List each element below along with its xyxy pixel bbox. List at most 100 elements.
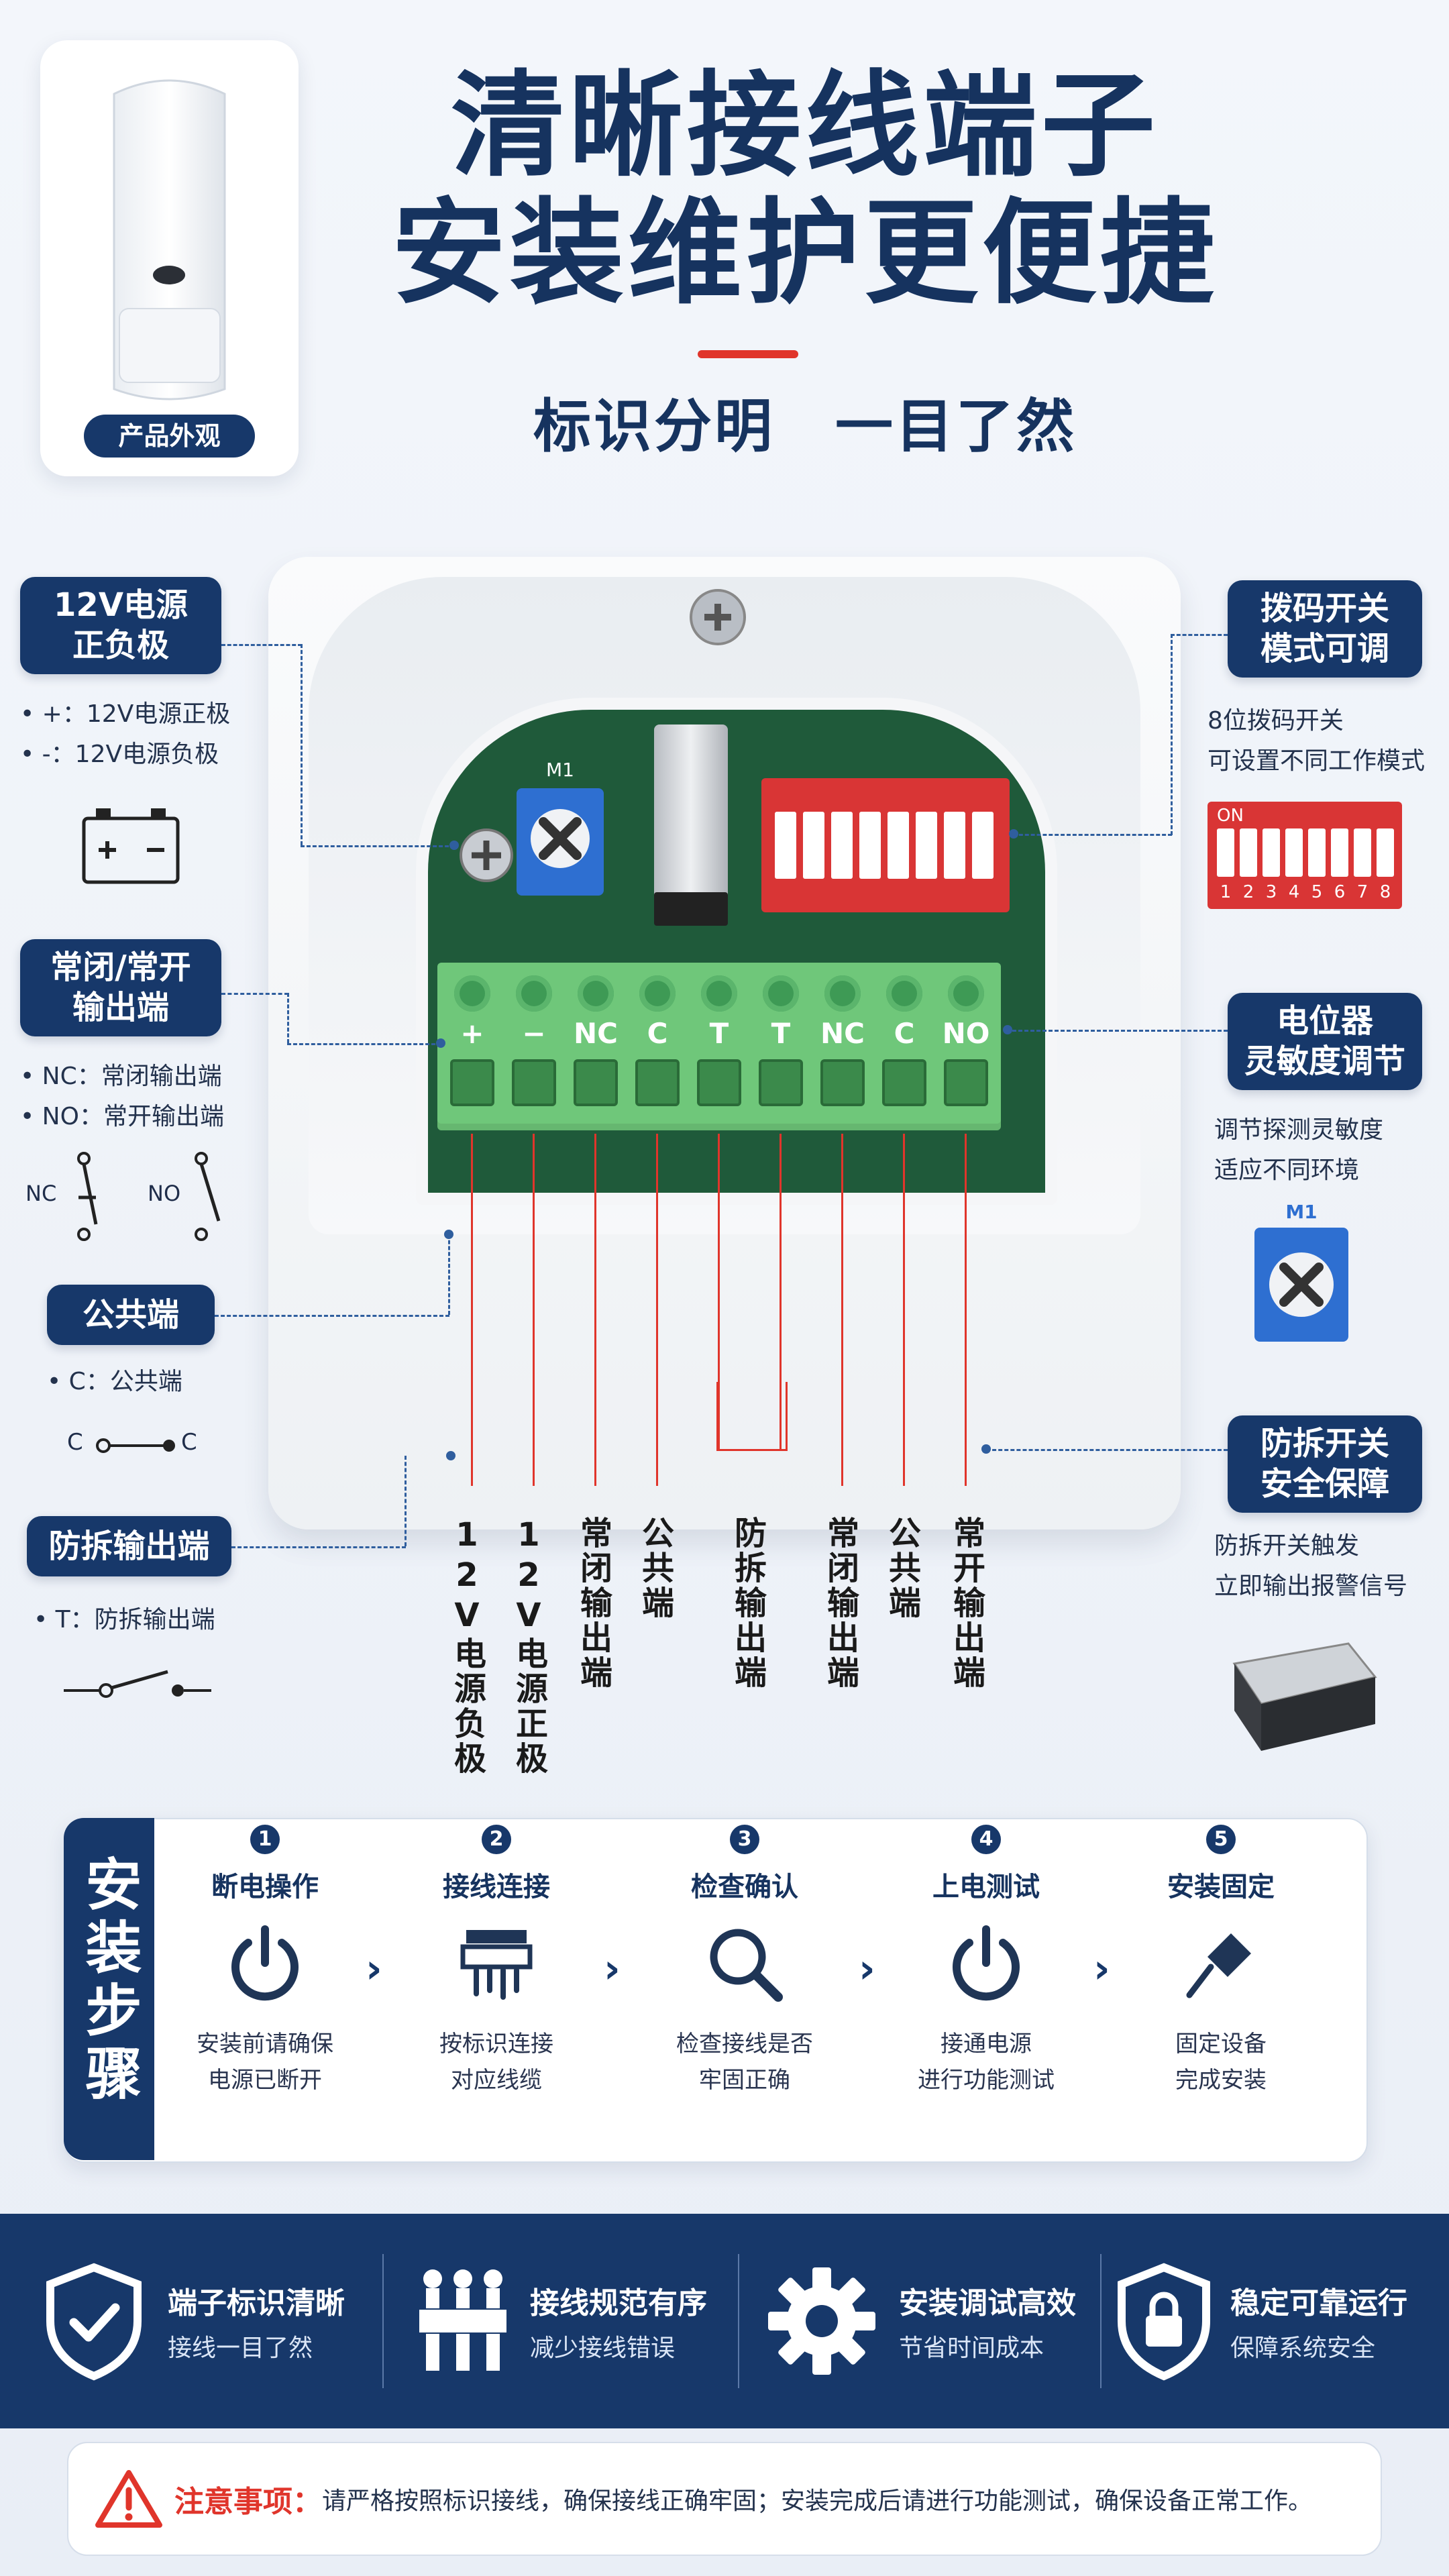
terminal-7[interactable]: NC — [813, 966, 872, 1120]
terminal-screw-icon — [763, 975, 799, 1012]
callout-pot-note-2: 适应不同环境 — [1214, 1157, 1360, 1184]
dip-number: 6 — [1334, 882, 1346, 902]
dip-switch-lever[interactable] — [944, 812, 965, 879]
terminal-6[interactable]: T — [751, 966, 810, 1120]
terminal-wire-slot-icon — [820, 1059, 865, 1106]
dip-number: 8 — [1379, 882, 1391, 902]
leader-line — [841, 1134, 843, 1486]
tamper-output-switch-icon — [64, 1670, 211, 1698]
callout-dip-tag: 拨码开关 模式可调 — [1228, 580, 1422, 678]
step-chevron-icon: › — [1093, 1945, 1110, 1992]
terminal-wire-slot-icon — [450, 1059, 494, 1106]
dip-switch-lever[interactable] — [831, 812, 853, 879]
callout-power-note-1: • +：12V电源正极 — [20, 700, 231, 728]
step-5-title: 安装固定 — [1167, 1872, 1275, 1902]
dip-switch-lever[interactable] — [916, 812, 937, 879]
connector-dip-v — [1171, 634, 1173, 835]
callout-tamper-tag: 防拆开关 安全保障 — [1228, 1415, 1422, 1513]
wiring-terminal-icon — [460, 1930, 533, 2000]
dip-closeup-lever — [1285, 828, 1303, 877]
terminal-3[interactable]: NC — [566, 966, 625, 1120]
feature-divider — [738, 2254, 739, 2388]
terminal-2[interactable]: − — [504, 966, 564, 1120]
step-3-desc2: 牢固正确 — [699, 2067, 790, 2094]
callout-ncno-tag: 常闭/常开 输出端 — [20, 939, 221, 1036]
dip-switch[interactable] — [761, 778, 1010, 912]
terminal-function-label: 常开输出端 — [947, 1516, 985, 1690]
terminal-label: + — [460, 1017, 484, 1050]
install-steps-title: 安装步骤 — [76, 1855, 142, 2107]
tamper-switch[interactable] — [654, 724, 728, 926]
product-thumbnail-card: 产品外观 — [40, 40, 299, 476]
dip-number: 7 — [1356, 882, 1368, 902]
terminal-label: NO — [942, 1017, 990, 1050]
callout-power-note-2: • -：12V电源负极 — [20, 741, 219, 768]
callout-dip-note-1: 8位拨码开关 — [1208, 707, 1344, 735]
connector-ncno-dot — [436, 1038, 445, 1048]
product-appearance-badge: 产品外观 — [84, 415, 255, 458]
callout-pot-tag: 电位器 灵敏度调节 — [1228, 993, 1422, 1090]
notice-bar: 注意事项： 请严格按照标识接线，确保接线正确牢固；安装完成后请进行功能测试，确保… — [67, 2442, 1382, 2556]
feature-divider — [1100, 2254, 1102, 2388]
connector-tamper-output — [231, 1546, 406, 1548]
step-2-number: 2 — [482, 1825, 511, 1854]
callout-ncno-note-2: • NO：常开输出端 — [20, 1103, 224, 1130]
dip-closeup-lever — [1217, 828, 1234, 877]
potentiometer[interactable]: M1 — [517, 759, 604, 896]
dip-number: 5 — [1311, 882, 1323, 902]
dip-switch-lever[interactable] — [972, 812, 994, 879]
pir-sensor-image — [113, 79, 226, 400]
connector-dip-dot — [1009, 829, 1018, 839]
battery-icon — [82, 808, 180, 884]
terminal-screw-icon — [824, 975, 861, 1012]
terminal-label: NC — [820, 1017, 865, 1050]
top-screw-icon — [690, 589, 746, 645]
step-3: 3 检查确认 检查接线是否牢固正确 — [644, 1825, 845, 2099]
dip-closeup-lever — [1331, 828, 1348, 877]
feature-2-desc: 减少接线错误 — [530, 2334, 676, 2362]
connector-power — [221, 644, 302, 646]
terminal-1[interactable]: + — [443, 966, 502, 1120]
terminal-wire-slot-icon — [697, 1059, 741, 1106]
page-subtitle: 标识分明 一目了然 — [533, 393, 1077, 460]
feature-3-desc: 节省时间成本 — [899, 2334, 1044, 2362]
step-4: 4 上电测试 接通电源进行功能测试 — [885, 1825, 1087, 2099]
potentiometer-closeup: M1 — [1254, 1201, 1348, 1342]
step-2-desc1: 按标识连接 — [439, 2031, 553, 2057]
dip-switch-lever[interactable] — [859, 812, 881, 879]
terminal-9[interactable]: NO — [936, 966, 996, 1120]
terminal-screw-icon — [516, 975, 552, 1012]
terminal-4[interactable]: C — [628, 966, 687, 1120]
potentiometer-closeup-label: M1 — [1285, 1201, 1318, 1223]
power-off-icon — [231, 1925, 299, 2001]
connector-common-dot — [444, 1230, 453, 1239]
connector-common-v — [448, 1234, 450, 1315]
shield-check-icon — [46, 2263, 142, 2381]
dip-switch-lever[interactable] — [888, 812, 909, 879]
terminal-label: C — [894, 1017, 915, 1050]
dip-switch-lever[interactable] — [803, 812, 824, 879]
terminal-wire-slot-icon — [512, 1059, 556, 1106]
step-2-title: 接线连接 — [443, 1872, 550, 1902]
callout-pot-note-1: 调节探测灵敏度 — [1214, 1116, 1384, 1144]
terminal-8[interactable]: C — [875, 966, 934, 1120]
connector-dip-h — [1013, 834, 1172, 836]
terminal-function-label: 常闭输出端 — [574, 1516, 612, 1690]
connector-tamper-output-dot — [446, 1451, 455, 1460]
dip-switch-lever[interactable] — [775, 812, 796, 879]
nc-switch-label: NC — [25, 1181, 57, 1206]
feature-1: 端子标识清晰 接线一目了然 — [40, 2234, 362, 2408]
terminal-label: T — [771, 1017, 791, 1050]
connector-dip — [1171, 634, 1228, 636]
terminal-5[interactable]: T — [690, 966, 749, 1120]
feature-2: 接线规范有序 减少接线错误 — [416, 2234, 738, 2408]
dip-closeup-lever — [1354, 828, 1371, 877]
leader-line — [471, 1134, 473, 1486]
dip-closeup-lever — [1263, 828, 1280, 877]
callout-ncno-note-1: • NC：常闭输出端 — [20, 1063, 222, 1090]
leader-line — [780, 1134, 782, 1449]
terminal-label: T — [709, 1017, 729, 1050]
step-4-desc1: 接通电源 — [941, 2031, 1032, 2057]
connector-pot — [1006, 1030, 1228, 1032]
wire-terminals-icon — [419, 2269, 506, 2371]
